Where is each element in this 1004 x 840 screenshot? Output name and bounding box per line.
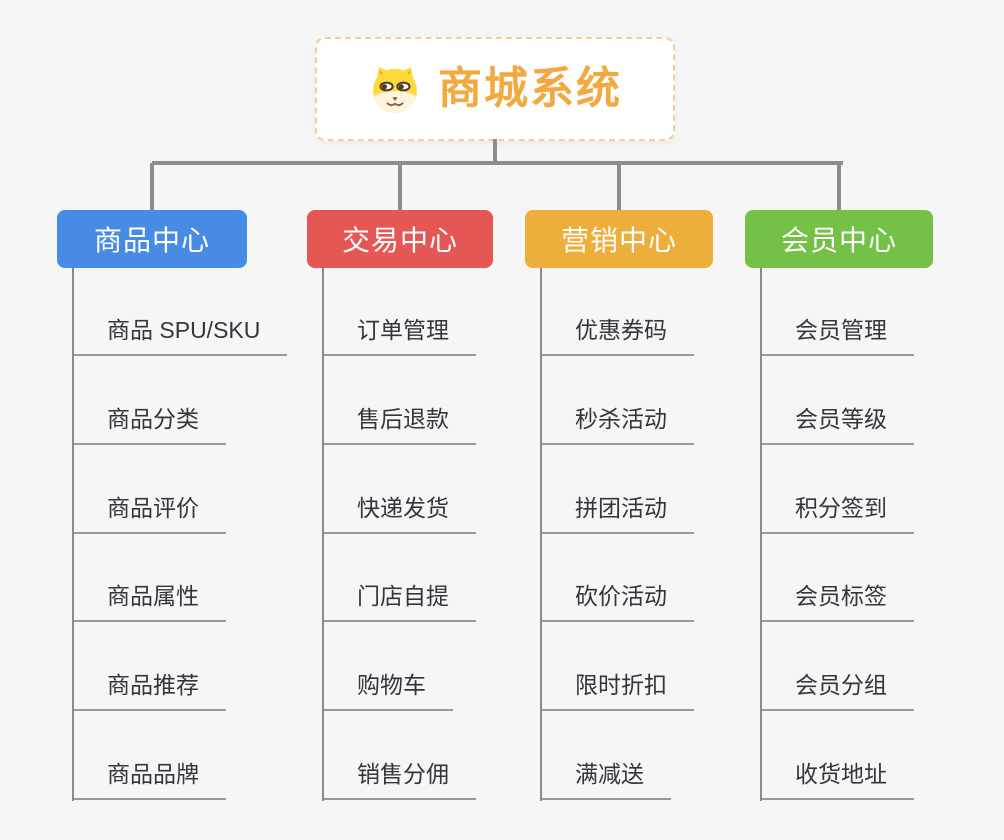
child-node[interactable]: 商品 SPU/SKU [74,315,288,356]
connector-drop-marketing [617,163,621,210]
child-node[interactable]: 优惠券码 [542,315,694,356]
child-node[interactable]: 收货地址 [762,759,914,800]
branch-node-product-center[interactable]: 商品中心 [57,210,247,268]
branch-node-marketing-center[interactable]: 营销中心 [525,210,713,268]
connector-drop-product [150,163,154,210]
child-node[interactable]: 会员标签 [762,581,914,622]
child-node[interactable]: 售后退款 [324,404,476,445]
child-node[interactable]: 会员分组 [762,670,914,711]
child-node[interactable]: 会员等级 [762,404,914,445]
child-node[interactable]: 拼团活动 [542,493,694,534]
root-title: 商城系统 [438,64,622,113]
child-node[interactable]: 秒杀活动 [542,404,694,445]
branch-node-member-center[interactable]: 会员中心 [745,210,933,268]
branch-node-trade-center[interactable]: 交易中心 [307,210,493,268]
dog-face-icon [373,67,417,113]
child-node[interactable]: 满减送 [542,759,671,800]
child-node[interactable]: 订单管理 [324,315,476,356]
child-node[interactable]: 限时折扣 [542,670,694,711]
branch-children-marketing: 优惠券码 秒杀活动 拼团活动 砍价活动 限时折扣 满减送 [540,268,770,801]
child-node[interactable]: 快递发货 [324,493,476,534]
child-node[interactable]: 购物车 [324,670,453,711]
connector-root-stub [493,139,497,163]
connector-drop-trade [398,163,402,210]
child-node[interactable]: 会员管理 [762,315,914,356]
child-node[interactable]: 商品评价 [74,493,226,534]
branch-children-product: 商品 SPU/SKU 商品分类 商品评价 商品属性 商品推荐 商品品牌 [72,268,302,801]
child-node[interactable]: 门店自提 [324,581,476,622]
connector-drop-member [837,163,841,210]
branch-children-trade: 订单管理 售后退款 快递发货 门店自提 购物车 销售分佣 [322,268,552,801]
child-node[interactable]: 积分签到 [762,493,914,534]
child-node[interactable]: 商品品牌 [74,759,226,800]
child-node[interactable]: 商品推荐 [74,670,226,711]
connector-horizontal [152,161,843,165]
branch-children-member: 会员管理 会员等级 积分签到 会员标签 会员分组 收货地址 [760,268,990,801]
child-node[interactable]: 商品属性 [74,581,226,622]
child-node[interactable]: 销售分佣 [324,759,476,800]
root-node[interactable]: 商城系统 [315,37,675,141]
child-node[interactable]: 砍价活动 [542,581,694,622]
child-node[interactable]: 商品分类 [74,404,226,445]
